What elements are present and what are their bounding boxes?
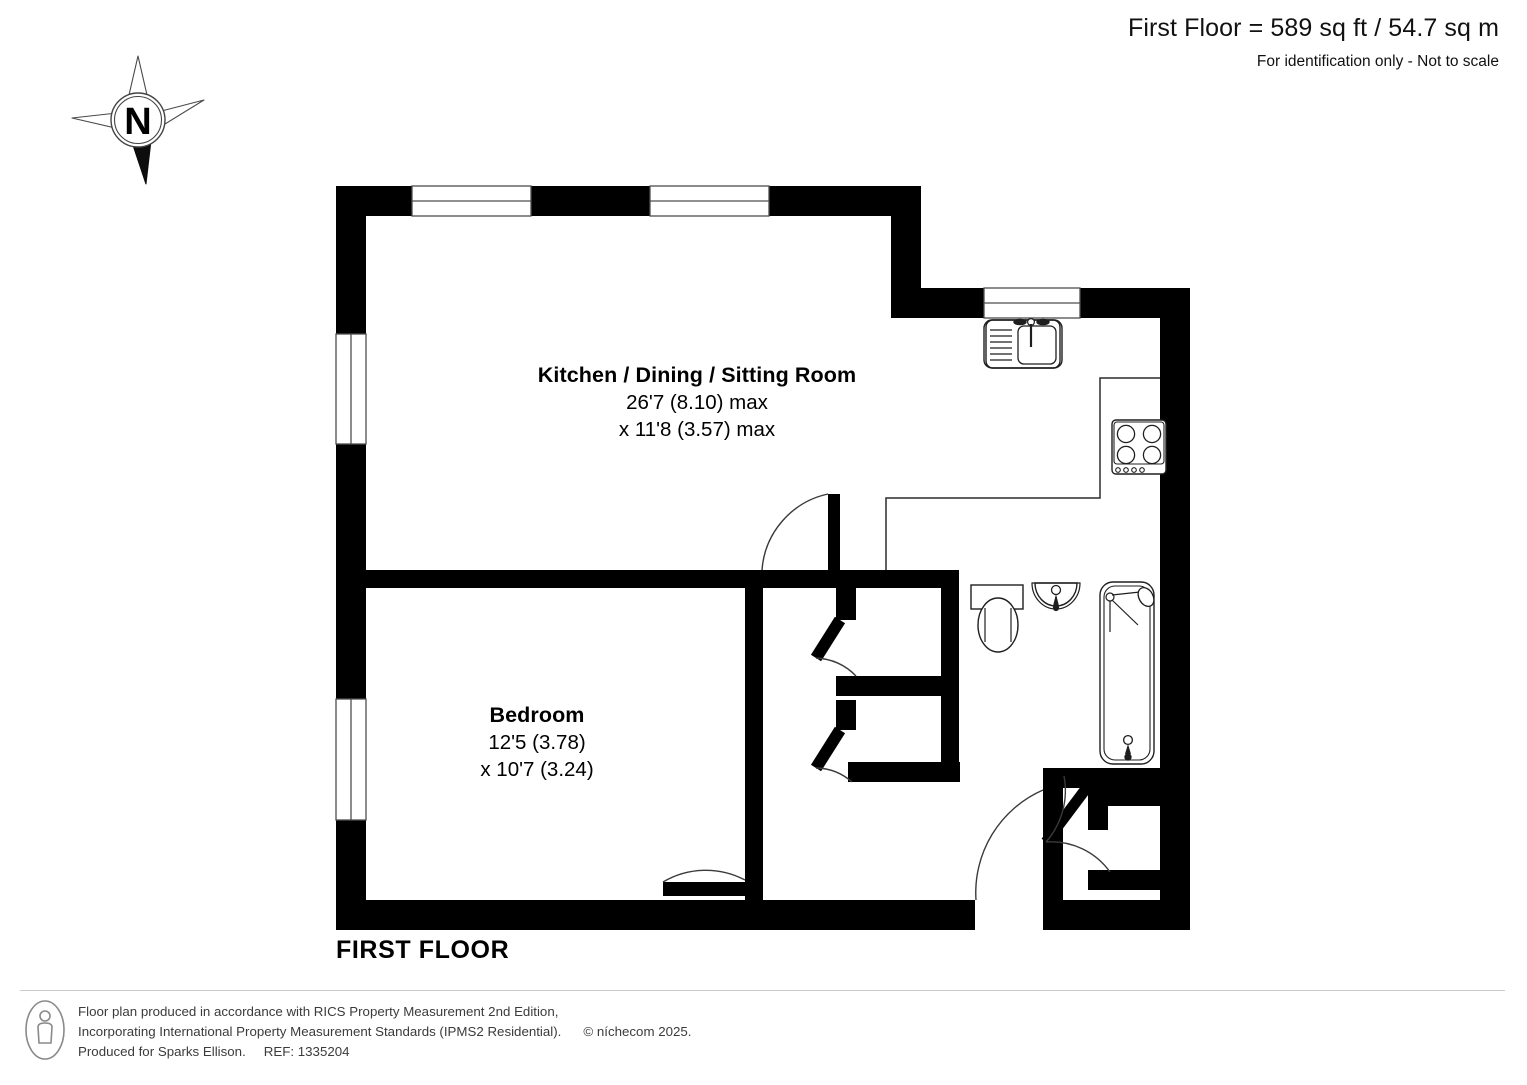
footer-line-2: Incorporating International Property Mea… bbox=[78, 1023, 562, 1039]
room-label-kitchen: Kitchen / Dining / Sitting Room 26'7 (8.… bbox=[538, 362, 856, 443]
door-cupboard-upper bbox=[810, 616, 857, 677]
footer-divider bbox=[20, 990, 1505, 991]
header-block: First Floor = 589 sq ft / 54.7 sq m For … bbox=[1128, 14, 1499, 71]
window-left-upper bbox=[335, 333, 367, 445]
compass-north-icon: N bbox=[68, 52, 208, 187]
doors bbox=[662, 493, 1111, 901]
room-dim2-bedroom: x 10'7 (3.24) bbox=[480, 757, 594, 781]
window-top-left bbox=[411, 185, 532, 217]
kitchen-counter bbox=[885, 377, 1160, 570]
room-name-bedroom: Bedroom bbox=[489, 703, 585, 727]
room-label-bedroom: Bedroom 12'5 (3.78) x 10'7 (3.24) bbox=[480, 702, 593, 783]
washbasin bbox=[1031, 582, 1081, 612]
floor-level-label: FIRST FLOOR bbox=[336, 936, 510, 964]
room-dim1-kitchen: 26'7 (8.10) max bbox=[626, 390, 768, 414]
footer-line-3-group: Produced for Sparks Ellison. REF: 1335204 bbox=[78, 1042, 691, 1062]
room-name-kitchen: Kitchen / Dining / Sitting Room bbox=[537, 363, 857, 387]
footer-reference: REF: 1335204 bbox=[263, 1043, 350, 1059]
door-entrance bbox=[975, 789, 1044, 901]
door-bedroom bbox=[662, 869, 746, 883]
room-dim2-kitchen: x 11'8 (3.57) max bbox=[618, 417, 776, 441]
walls bbox=[336, 186, 1190, 930]
person-in-ellipse-icon bbox=[24, 999, 66, 1061]
windows bbox=[335, 185, 1081, 821]
door-bathroom bbox=[1041, 775, 1111, 873]
door-cupboard-lower bbox=[810, 726, 853, 783]
footer-copyright: © níchecom 2025. bbox=[583, 1023, 692, 1039]
footer-text: Floor plan produced in accordance with R… bbox=[78, 998, 691, 1062]
toilet bbox=[970, 584, 1024, 653]
window-right-kitchen bbox=[983, 287, 1081, 319]
room-dim1-bedroom: 12'5 (3.78) bbox=[488, 730, 586, 754]
bath-with-shower bbox=[1099, 581, 1155, 765]
footer-line-2-group: Incorporating International Property Mea… bbox=[78, 1022, 691, 1042]
kitchen-sink bbox=[983, 318, 1063, 369]
window-left-lower bbox=[335, 698, 367, 821]
footer-line-1: Floor plan produced in accordance with R… bbox=[78, 1004, 559, 1019]
door-kitchen-hall bbox=[761, 493, 840, 578]
footer-block: Floor plan produced in accordance with R… bbox=[24, 998, 764, 1066]
compass-north-letter: N bbox=[124, 101, 151, 143]
kitchen-hob bbox=[1111, 419, 1167, 475]
footer-line-3: Produced for Sparks Ellison. bbox=[78, 1043, 246, 1059]
floor-area-title: First Floor = 589 sq ft / 54.7 sq m bbox=[1127, 14, 1499, 42]
floor-area-disclaimer: For identification only - Not to scale bbox=[1256, 53, 1499, 70]
window-top-right bbox=[649, 185, 770, 217]
